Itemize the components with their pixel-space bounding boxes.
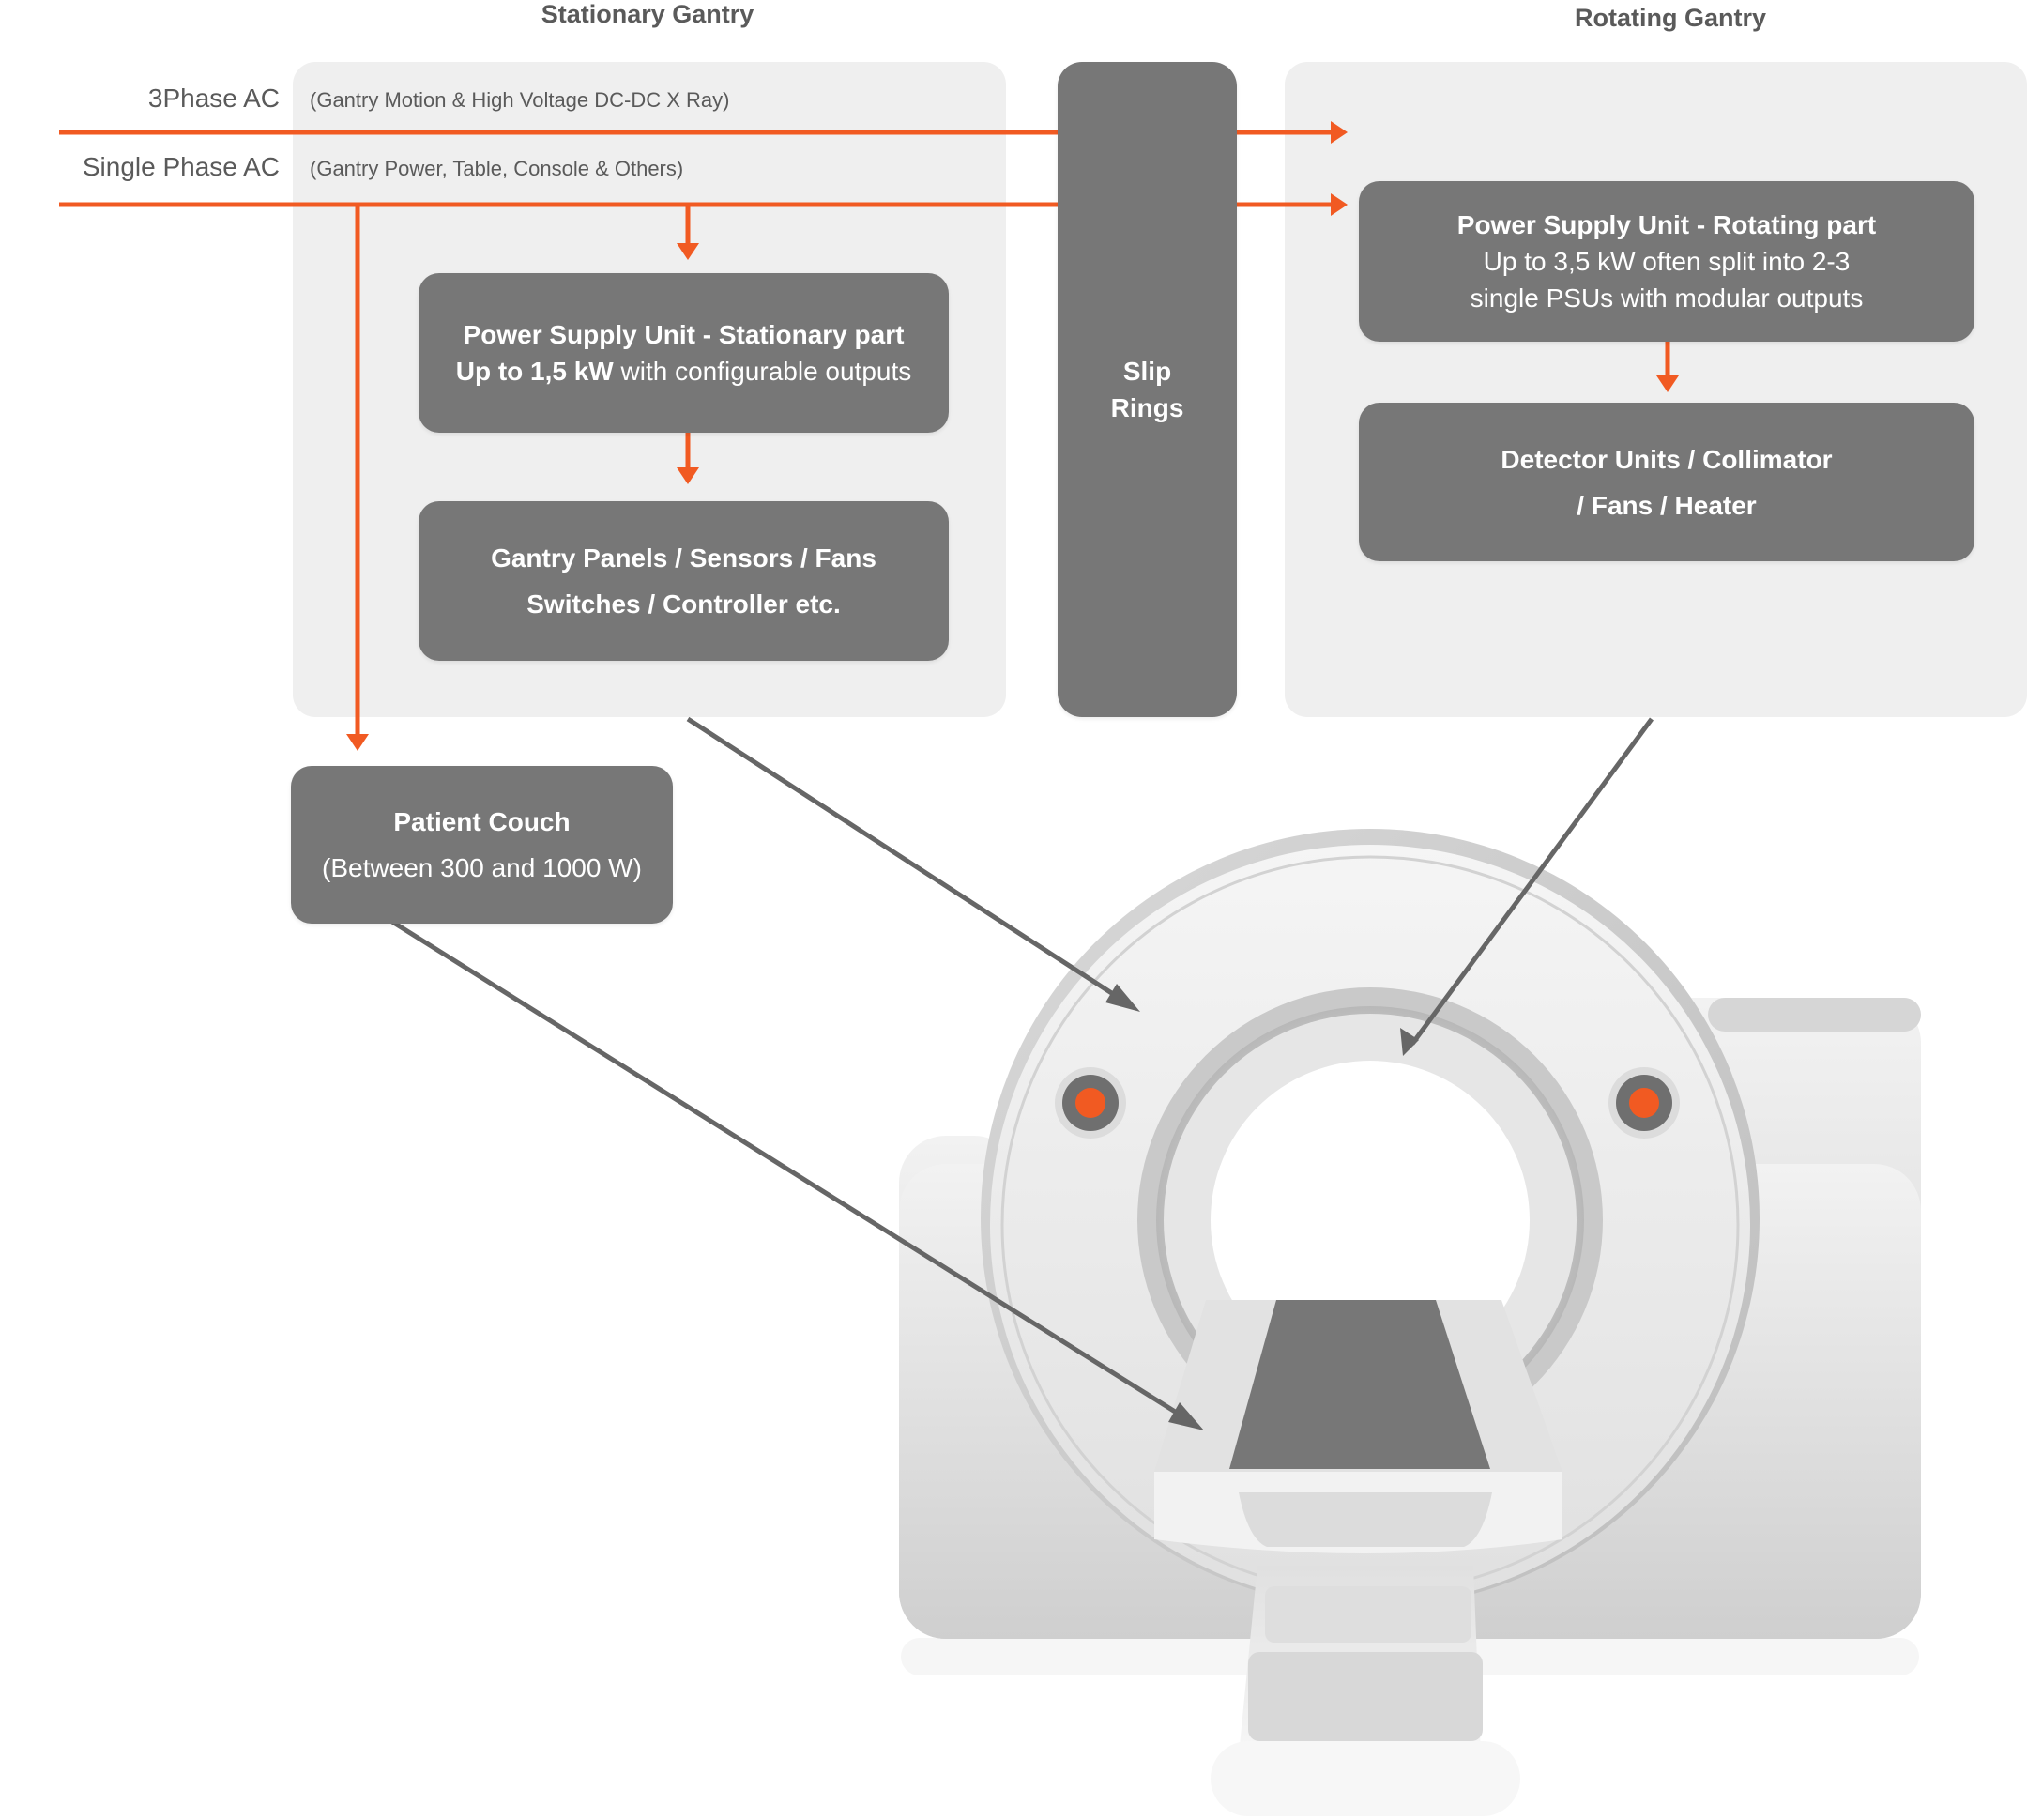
psu-rotating-line2: Up to 3,5 kW often split into 2-3 — [1483, 246, 1851, 276]
psu-rotating-title: Power Supply Unit - Rotating part — [1456, 209, 1877, 239]
three-phase-note: (Gantry Motion & High Voltage DC-DC X Ra… — [310, 88, 730, 112]
detector-box: Detector Units / Collimator / Fans / Hea… — [1359, 403, 1974, 561]
slip-rings-label-1: Slip — [1122, 356, 1172, 386]
single-phase-arrowhead — [1331, 193, 1348, 216]
psu-stationary-detail: Up to 1,5 kW with configurable outputs — [456, 353, 912, 390]
patient-couch-title: Patient Couch — [393, 807, 571, 836]
stationary-pointer — [686, 716, 1128, 1005]
gantry-panels-line1: Gantry Panels / Sensors / Fans — [491, 543, 876, 573]
gantry-panels-box: Gantry Panels / Sensors / Fans Switches … — [419, 501, 949, 661]
table-stand-base — [1248, 1652, 1483, 1741]
stationary-gantry-heading: Stationary Gantry — [541, 0, 754, 28]
rotating-pointer — [1410, 717, 1654, 1046]
couch-pointer — [390, 919, 1189, 1422]
table-base-shadow — [1211, 1741, 1520, 1816]
detector-line1: Detector Units / Collimator — [1501, 444, 1833, 474]
single-phase-note: (Gantry Power, Table, Console & Others) — [310, 157, 684, 180]
gantry-panels-line2: Switches / Controller etc. — [526, 589, 841, 619]
stationary-pointer-head — [1105, 984, 1140, 1012]
right-indicator-light — [1629, 1088, 1659, 1118]
psu-rotating-line3: single PSUs with modular outputs — [1470, 283, 1864, 314]
slip-rings-label-2: Rings — [1110, 393, 1184, 422]
panels-arrowhead — [677, 467, 699, 484]
three-phase-label: 3Phase AC — [147, 84, 280, 113]
psu-stationary-power: Up to 1,5 kW — [455, 357, 614, 386]
rotating-pointer-head — [1400, 1028, 1419, 1056]
single-phase-label: Single Phase AC — [82, 152, 280, 181]
psu-stationary-title: Power Supply Unit - Stationary part — [463, 319, 905, 349]
psu-stationary-arrowhead — [677, 243, 699, 260]
psu-stationary-outputs: with configurable outputs — [613, 357, 912, 386]
slip-rings: Slip Rings — [1058, 62, 1237, 717]
detector-arrowhead — [1656, 375, 1679, 392]
couch-pointer-head — [1168, 1402, 1204, 1430]
table-top-surface — [1229, 1300, 1490, 1469]
left-indicator-light — [1075, 1088, 1105, 1118]
right-housing-top — [1708, 998, 1921, 1032]
pointer-arrowheads — [1105, 984, 1419, 1430]
detector-line2: / Fans / Heater — [1577, 490, 1757, 520]
three-phase-arrowhead — [1331, 121, 1348, 144]
pointer-lines — [390, 716, 1654, 1422]
table-stand-panel — [1265, 1586, 1471, 1643]
couch-arrowhead — [346, 734, 369, 751]
rotating-gantry-heading: Rotating Gantry — [1574, 4, 1766, 32]
patient-couch-power: (Between 300 and 1000 W) — [322, 853, 642, 882]
patient-couch-box: Patient Couch (Between 300 and 1000 W) — [291, 766, 673, 924]
psu-stationary-box: Power Supply Unit - Stationary part Up t… — [419, 273, 949, 433]
table-front-recess — [1239, 1492, 1492, 1547]
psu-rotating-box: Power Supply Unit - Rotating part Up to … — [1359, 181, 1974, 342]
rotating-gantry-panel — [1285, 62, 2027, 717]
power-arrowheads — [346, 121, 1679, 751]
